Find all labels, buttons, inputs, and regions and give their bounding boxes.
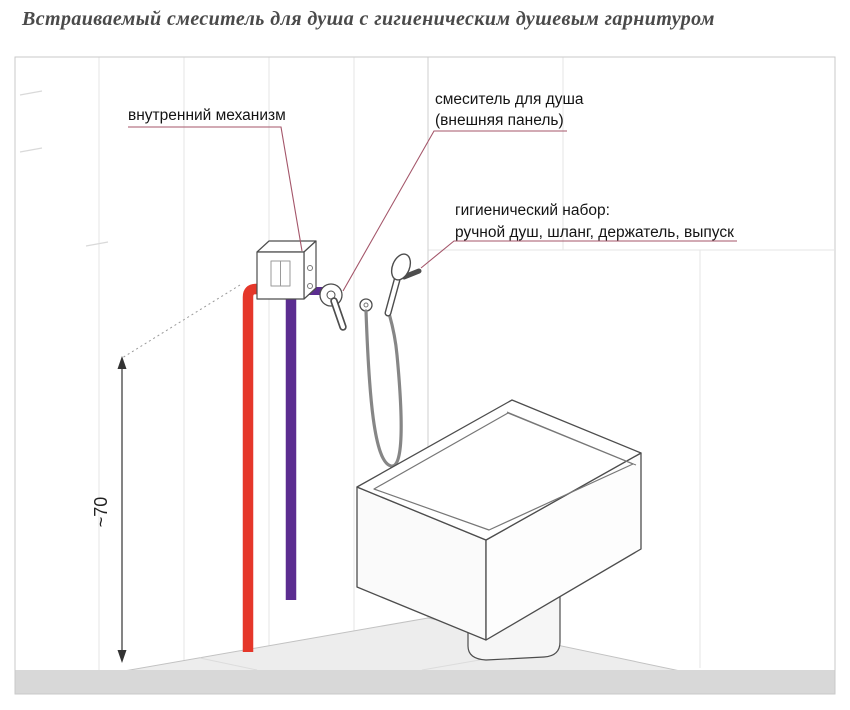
dimension-arrow-up bbox=[117, 356, 127, 369]
hot-water-pipe bbox=[242, 283, 262, 652]
mixer-external-panel bbox=[319, 283, 347, 331]
hose-outlet bbox=[359, 298, 373, 312]
leader-internal-mechanism bbox=[128, 126, 303, 252]
label-hygienic-line1: гигиенический набор: bbox=[455, 202, 610, 219]
hand-shower bbox=[384, 253, 422, 317]
mixer-internal-box bbox=[256, 240, 317, 300]
shower-hose bbox=[364, 309, 403, 468]
tile-joint-ticks bbox=[19, 90, 109, 247]
toilet-top-face bbox=[356, 399, 642, 541]
dimension-arrow-down bbox=[117, 650, 127, 663]
leader-lines bbox=[128, 126, 737, 292]
shower-holder bbox=[401, 268, 422, 280]
shower-head bbox=[390, 253, 412, 281]
toilet-lid-outline bbox=[373, 412, 634, 531]
toilet bbox=[356, 399, 642, 661]
dimension-value-label: ~70 bbox=[91, 497, 111, 528]
page-title: Встраиваемый смеситель для душа с гигиен… bbox=[22, 8, 715, 30]
diagram-frame bbox=[14, 56, 836, 695]
label-internal-mechanism: внутренний механизм bbox=[128, 107, 286, 124]
floor-front-edge bbox=[15, 670, 835, 694]
height-dimension: ~70 bbox=[91, 284, 241, 663]
right-wall bbox=[428, 57, 834, 668]
label-hygienic-line2: ручной душ, шланг, держатель, выпуск bbox=[455, 224, 734, 241]
left-wall bbox=[19, 57, 355, 675]
dimension-extension-line bbox=[121, 284, 241, 359]
label-mixer-line2: (внешняя панель) bbox=[435, 112, 564, 129]
leader-hygienic-set bbox=[420, 240, 737, 269]
diagram-labels: внутренний механизм смеситель для душа (… bbox=[128, 91, 734, 241]
leader-mixer-panel bbox=[342, 130, 567, 292]
floor bbox=[14, 617, 835, 695]
label-mixer-line1: смеситель для душа bbox=[435, 91, 584, 108]
